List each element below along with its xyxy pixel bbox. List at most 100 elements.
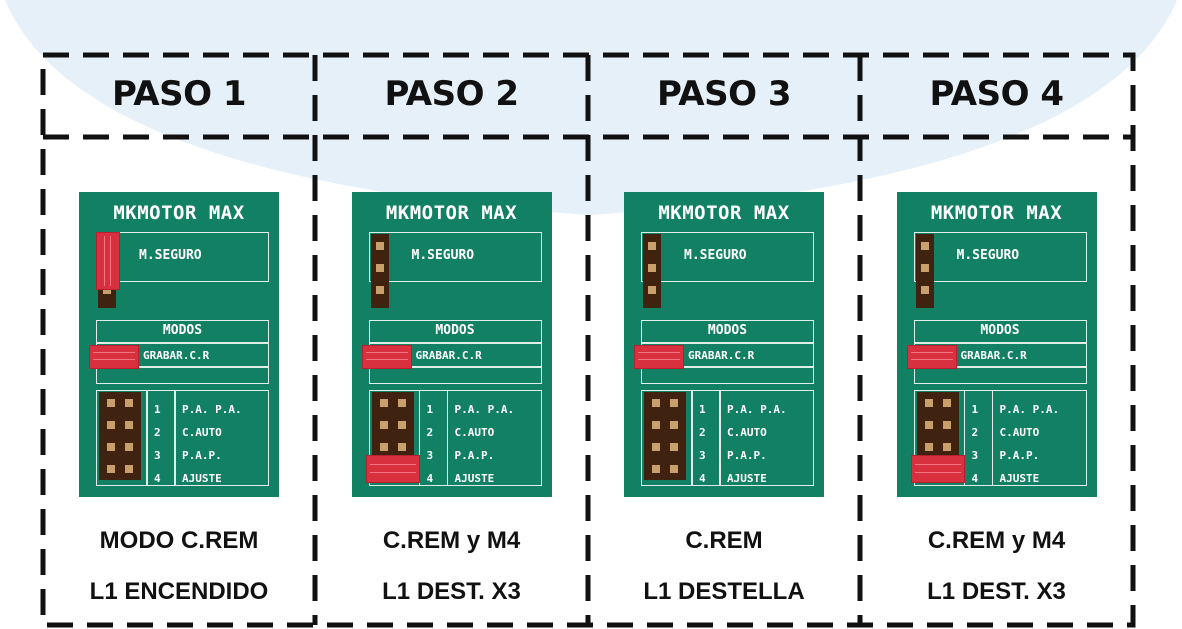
mode-number: 3: [971, 449, 979, 462]
grabar-label: GRABAR.C.R: [415, 349, 482, 362]
caption-line-2: L1 DEST. X3: [382, 578, 521, 605]
mode-number: 1: [154, 403, 161, 416]
mode-number: 2: [971, 426, 979, 439]
mode-name: AJUSTE: [999, 472, 1040, 485]
grabar-jumper: [906, 345, 957, 369]
pin-square: [397, 421, 406, 429]
mode-name: C.AUTO: [727, 426, 767, 439]
seguro-label: M.SEGURO: [956, 248, 1020, 263]
mode-number: 4: [426, 472, 434, 485]
mode-number: 2: [699, 426, 706, 439]
caption-line-1: C.REM y M4: [382, 527, 521, 554]
mode-number: 4: [971, 472, 979, 485]
mode-number: 4: [699, 472, 706, 485]
mode-name: P.A. P.A.: [727, 403, 787, 416]
caption-line-2: L1 DESTELLA: [643, 578, 805, 605]
seguro-pin-strip: [643, 234, 661, 308]
pin-square: [670, 399, 678, 407]
pin-square: [125, 399, 133, 407]
board-title: MKMOTOR MAX: [385, 202, 518, 224]
pin-square: [670, 421, 678, 429]
mode-name: AJUSTE: [727, 472, 767, 485]
mode-name: AJUSTE: [182, 472, 222, 485]
grabar-label: GRABAR.C.R: [960, 349, 1027, 362]
step-column-3: PASO 3 MKMOTOR MAX M.SEGURO MODOS GRABAR…: [588, 52, 860, 624]
step-column-4: PASO 4 MKMOTOR MAX M.SEGURO MODOS GRABAR…: [860, 52, 1133, 624]
pin-square: [652, 443, 660, 451]
grabar-jumper: [89, 345, 139, 369]
mode-table-divider: [418, 391, 420, 485]
modos-divider: [913, 342, 1087, 344]
caption-line-2: L1 ENCENDIDO: [89, 578, 269, 605]
mode-table: [96, 390, 269, 486]
modos-divider: [368, 366, 542, 368]
mode-table-divider: [963, 391, 965, 485]
mode-name: P.A.P.: [454, 449, 495, 462]
seguro-box: [641, 232, 814, 282]
seguro-jumper: [96, 232, 120, 290]
grabar-jumper: [361, 345, 412, 369]
modos-label: MODOS: [980, 323, 1020, 338]
mode-name: P.A. P.A.: [454, 403, 515, 416]
pin-square: [924, 443, 933, 451]
pin-square: [107, 399, 115, 407]
pin-square: [942, 399, 951, 407]
mode4-jumper: [910, 455, 965, 483]
mode-number: 1: [971, 403, 979, 416]
seguro-label: M.SEGURO: [139, 248, 202, 263]
board-title: MKMOTOR MAX: [930, 202, 1063, 224]
seguro-label: M.SEGURO: [684, 248, 747, 263]
pin-square: [125, 421, 133, 429]
step-column-2: PASO 2 MKMOTOR MAX M.SEGURO MODOS GRABAR…: [315, 52, 588, 624]
modos-divider: [641, 366, 814, 368]
mode-name: AJUSTE: [454, 472, 495, 485]
mode-pin-block: [644, 392, 686, 480]
seguro-pin-strip: [915, 234, 934, 308]
pin-square: [107, 443, 115, 451]
pin-square: [652, 465, 660, 473]
grabar-label: GRABAR.C.R: [688, 349, 755, 362]
mode-table-divider: [691, 391, 693, 485]
mode-number: 2: [426, 426, 434, 439]
pin-square: [942, 443, 951, 451]
step-title: PASO 1: [112, 74, 247, 114]
mode-number: 3: [699, 449, 706, 462]
mode-number: 1: [426, 403, 434, 416]
mode-table-divider: [991, 391, 993, 485]
pin-square: [125, 443, 133, 451]
modos-label: MODOS: [435, 323, 475, 338]
modos-divider: [913, 366, 1087, 368]
grabar-label: GRABAR.C.R: [143, 349, 210, 362]
pin-square: [379, 443, 388, 451]
mode-table: [368, 390, 542, 486]
mode-table-divider: [174, 391, 176, 485]
mode-table-divider: [146, 391, 148, 485]
pin-square: [107, 465, 115, 473]
board-title: MKMOTOR MAX: [113, 202, 245, 224]
mode-name: P.A. P.A.: [999, 403, 1060, 416]
mode4-jumper: [365, 455, 420, 483]
mode-name: P.A.P.: [999, 449, 1040, 462]
seguro-label: M.SEGURO: [411, 248, 475, 263]
pin-square: [107, 421, 115, 429]
mode-name: P.A.P.: [727, 449, 767, 462]
seguro-box: [368, 232, 542, 282]
pin-square: [397, 399, 406, 407]
mode-table-divider: [446, 391, 448, 485]
pin-square: [942, 421, 951, 429]
pin-square: [670, 443, 678, 451]
mode-name: C.AUTO: [999, 426, 1040, 439]
pin-square: [379, 399, 388, 407]
modos-label: MODOS: [162, 323, 203, 338]
step-title: PASO 2: [384, 74, 520, 114]
mode-number: 3: [426, 449, 434, 462]
mode-number: 1: [699, 403, 706, 416]
modos-divider: [368, 342, 542, 344]
mode-pin-block: [99, 392, 141, 480]
modos-divider: [96, 342, 269, 344]
